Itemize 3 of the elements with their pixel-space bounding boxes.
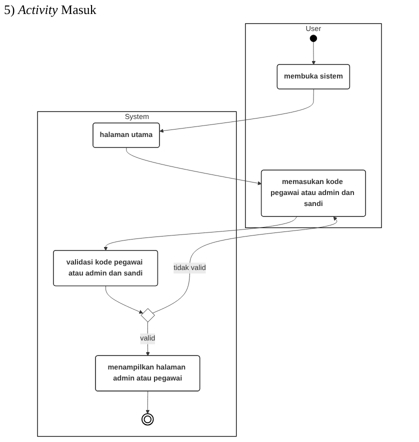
node-diamond — [140, 308, 155, 322]
node-circle — [310, 34, 318, 42]
diagram-title: 5) Activity Masuk — [3, 1, 98, 19]
